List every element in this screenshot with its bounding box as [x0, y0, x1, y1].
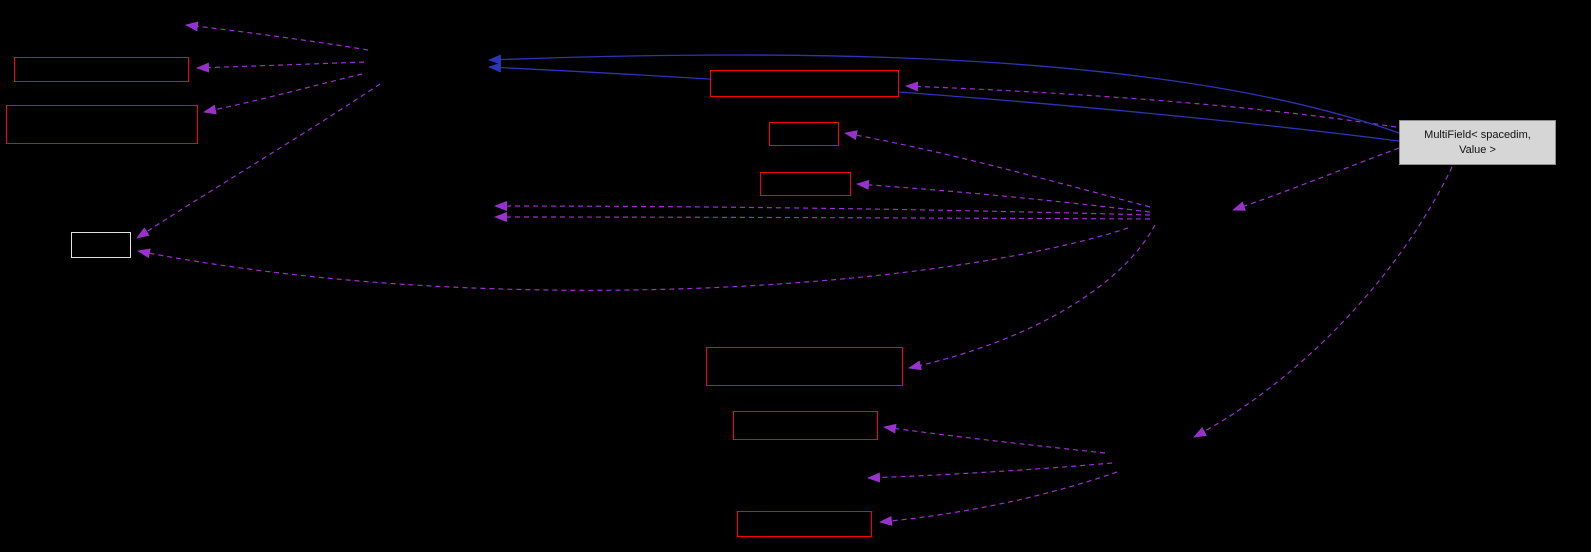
- edge-usage-left-node-2: [203, 73, 363, 115]
- edge-usage-main-to-lower-hub: [1193, 166, 1453, 438]
- edge-usage-left-node-1: [196, 61, 365, 73]
- edge-usage-hidden-node: [867, 462, 1113, 483]
- edge-inherit-base-b: [488, 62, 1400, 142]
- edge-usage-top-left: [185, 21, 369, 51]
- node-center-node-4[interactable]: [706, 347, 903, 386]
- node-center-node-6[interactable]: [737, 511, 872, 537]
- main-node-label-line1: MultiField< spacedim,: [1424, 128, 1531, 141]
- edge-usage-center-node-6: [879, 471, 1118, 526]
- node-center-node-1[interactable]: [710, 70, 899, 97]
- node-small-white-node[interactable]: [71, 232, 131, 258]
- edge-usage-center-node-1: [905, 81, 1397, 128]
- edge-usage-center-node-2: [844, 130, 1151, 208]
- edge-usage-white-node-b: [137, 227, 1129, 291]
- node-center-node-3[interactable]: [760, 172, 851, 196]
- node-left-node-2[interactable]: [6, 105, 198, 144]
- edge-usage-mid-hub-b: [494, 212, 1151, 223]
- edge-usage-center-node-4: [908, 224, 1156, 371]
- node-center-node-5[interactable]: [733, 411, 878, 440]
- edge-inherit-base-a: [488, 54, 1400, 134]
- edge-usage-main-to-hub: [1232, 147, 1400, 211]
- edge-usage-center-node-3: [856, 179, 1151, 213]
- edge-usage-mid-hub-a: [494, 201, 1151, 216]
- node-multifield: MultiField< spacedim, Value >: [1399, 120, 1556, 165]
- main-node-label-line2: Value >: [1459, 143, 1496, 156]
- node-center-node-2[interactable]: [769, 122, 839, 146]
- node-left-node-1[interactable]: [14, 57, 189, 82]
- edge-usage-center-node-5: [883, 423, 1106, 454]
